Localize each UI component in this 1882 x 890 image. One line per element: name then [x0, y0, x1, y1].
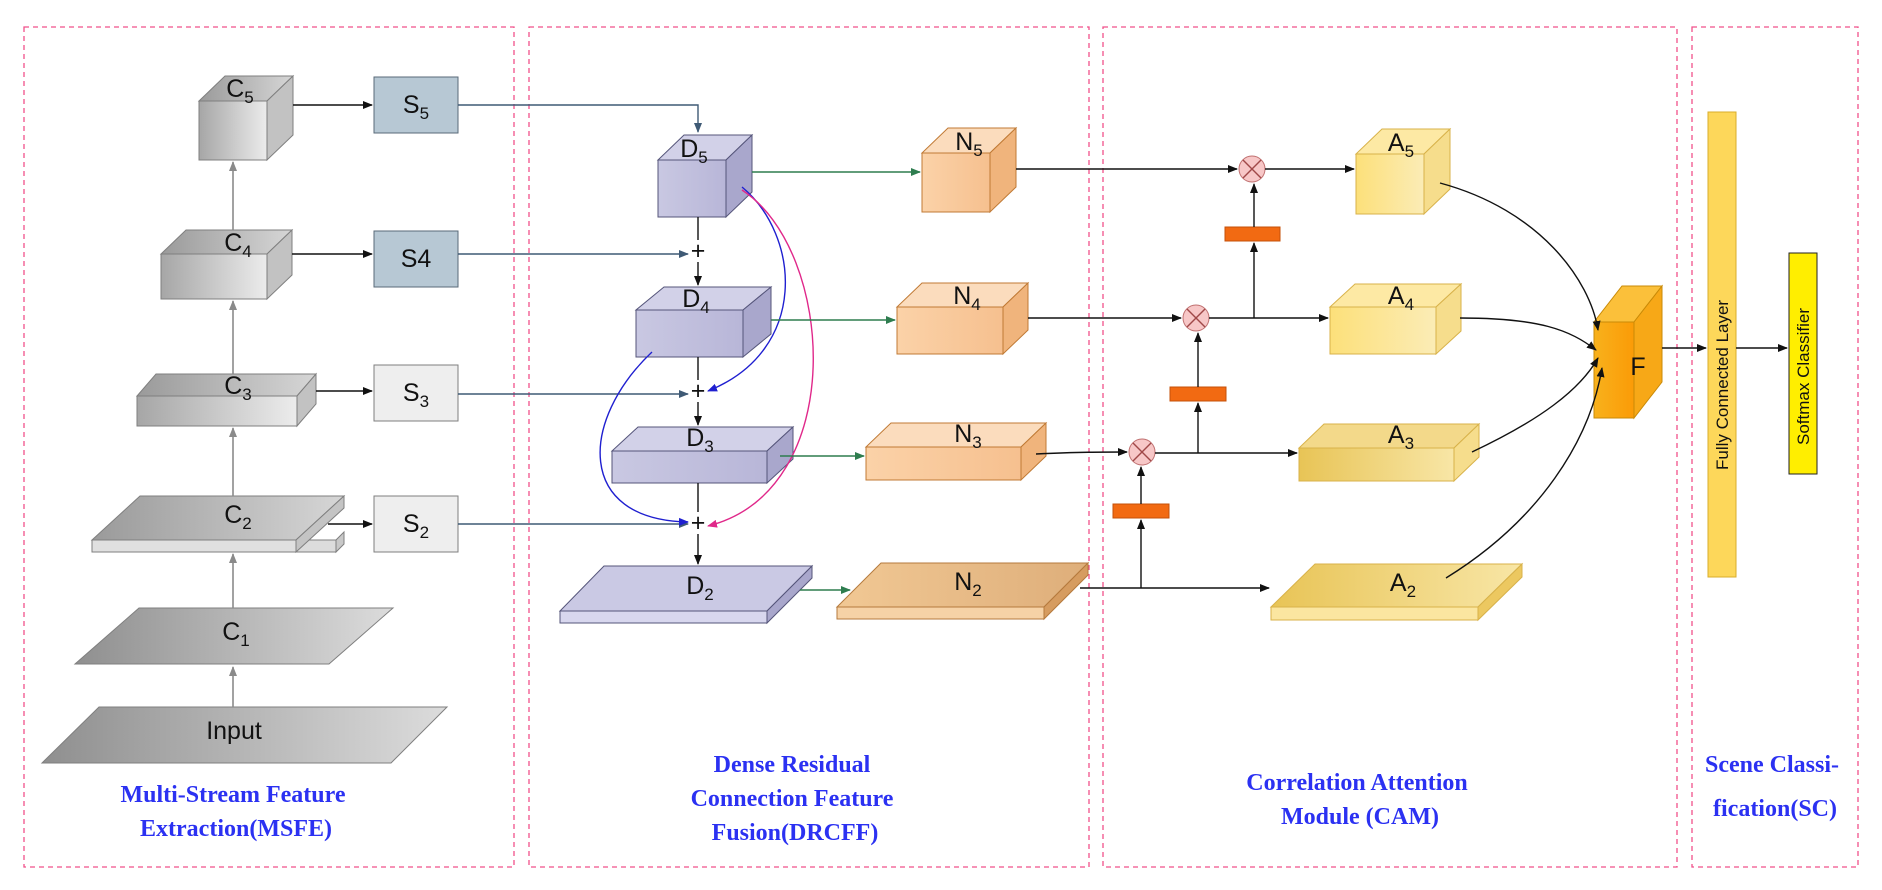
section-msfe-frame: [23, 26, 515, 868]
a5-node: A5: [1354, 127, 1452, 216]
arrow-a2-f: [1445, 367, 1605, 579]
n5-node: N5: [920, 126, 1018, 214]
section-sc-frame: [1691, 26, 1859, 868]
svg-text:C4: C4: [224, 229, 252, 261]
attention-bar-4: [1169, 386, 1227, 402]
svg-text:Softmax Classifier: Softmax Classifier: [1794, 308, 1813, 445]
svg-text:D2: D2: [686, 572, 714, 604]
s2-node: S2: [373, 495, 459, 553]
section-cam-title: Correlation Attention Module (CAM): [1246, 770, 1474, 830]
svg-text:N4: N4: [953, 282, 981, 314]
svg-text:C3: C3: [224, 372, 252, 404]
fully-connected-layer: Fully Connected Layer: [1707, 111, 1737, 578]
svg-text:N3: N3: [954, 420, 982, 452]
svg-text:S2: S2: [403, 510, 429, 542]
plus-node-4: +: [690, 237, 706, 265]
residual-d5-plus2: [707, 189, 814, 528]
section-sc-title: Scene Classi- fication(SC): [1705, 752, 1845, 822]
s4-node: S4: [373, 230, 459, 288]
residual-d4-plus2: [599, 351, 689, 526]
c1-node: C1: [73, 607, 395, 665]
section-cam-frame: [1102, 26, 1678, 868]
s3-node: S3: [373, 364, 459, 422]
d3-node: D3: [610, 424, 795, 485]
multiply-node-3: [1128, 438, 1156, 466]
residual-d5-plus3: [707, 186, 786, 392]
svg-text:D3: D3: [686, 424, 714, 456]
svg-text:C2: C2: [224, 501, 252, 533]
section-drcff-frame: [528, 26, 1090, 868]
multiply-node-4: [1182, 304, 1210, 332]
svg-text:A5: A5: [1388, 129, 1414, 161]
svg-text:S5: S5: [403, 91, 429, 123]
arrow-a5-f: [1439, 182, 1601, 331]
a4-node: A4: [1328, 282, 1463, 356]
arrow-a4-f: [1459, 317, 1597, 351]
svg-text:+: +: [691, 509, 706, 537]
a3-node: A3: [1297, 421, 1481, 483]
s5-node: S5: [373, 76, 459, 134]
svg-text:C1: C1: [222, 618, 250, 650]
n2-node: N2: [835, 561, 1090, 621]
c3-node: C3: [135, 372, 318, 428]
c2-node: C2: [90, 494, 346, 554]
svg-text:C5: C5: [226, 75, 254, 107]
a2-node: A2: [1269, 562, 1524, 622]
arrow-s5-d5: [458, 104, 702, 133]
svg-text:Fully Connected Layer: Fully Connected Layer: [1713, 300, 1732, 470]
d2-node: D2: [558, 564, 814, 625]
svg-text:N2: N2: [954, 568, 982, 600]
svg-text:S4: S4: [401, 245, 432, 273]
plus-node-2: +: [690, 509, 706, 537]
svg-text:F: F: [1630, 353, 1645, 381]
section-msfe-title: Multi-Stream Feature Extraction(MSFE): [120, 782, 351, 842]
section-drcff-title: Dense Residual Connection Feature Fusion…: [691, 752, 900, 846]
plus-node-3: +: [690, 377, 706, 405]
f-node: F: [1592, 284, 1664, 420]
svg-text:A4: A4: [1388, 282, 1414, 314]
arrow-n3-mult3: [1035, 448, 1128, 457]
svg-text:D5: D5: [680, 135, 708, 167]
input-node: Input: [40, 706, 449, 764]
c5-node: C5: [197, 74, 295, 162]
softmax-classifier: Softmax Classifier: [1788, 252, 1818, 475]
svg-text:N5: N5: [955, 128, 983, 160]
d5-node: D5: [656, 133, 754, 219]
svg-text:A2: A2: [1390, 569, 1416, 601]
svg-text:+: +: [691, 377, 706, 405]
arrow-a3-f: [1471, 357, 1599, 453]
multiply-node-5: [1238, 155, 1266, 183]
svg-text:S3: S3: [403, 379, 429, 411]
svg-text:+: +: [691, 237, 706, 265]
d4-node: D4: [634, 285, 773, 359]
svg-text:D4: D4: [682, 285, 710, 317]
svg-text:A3: A3: [1388, 421, 1414, 453]
attention-bar-3: [1112, 503, 1170, 519]
svg-text:Input: Input: [206, 717, 262, 745]
n3-node: N3: [864, 420, 1048, 482]
attention-bar-5: [1224, 226, 1281, 242]
c4-node: C4: [159, 228, 294, 301]
n4-node: N4: [895, 281, 1030, 356]
